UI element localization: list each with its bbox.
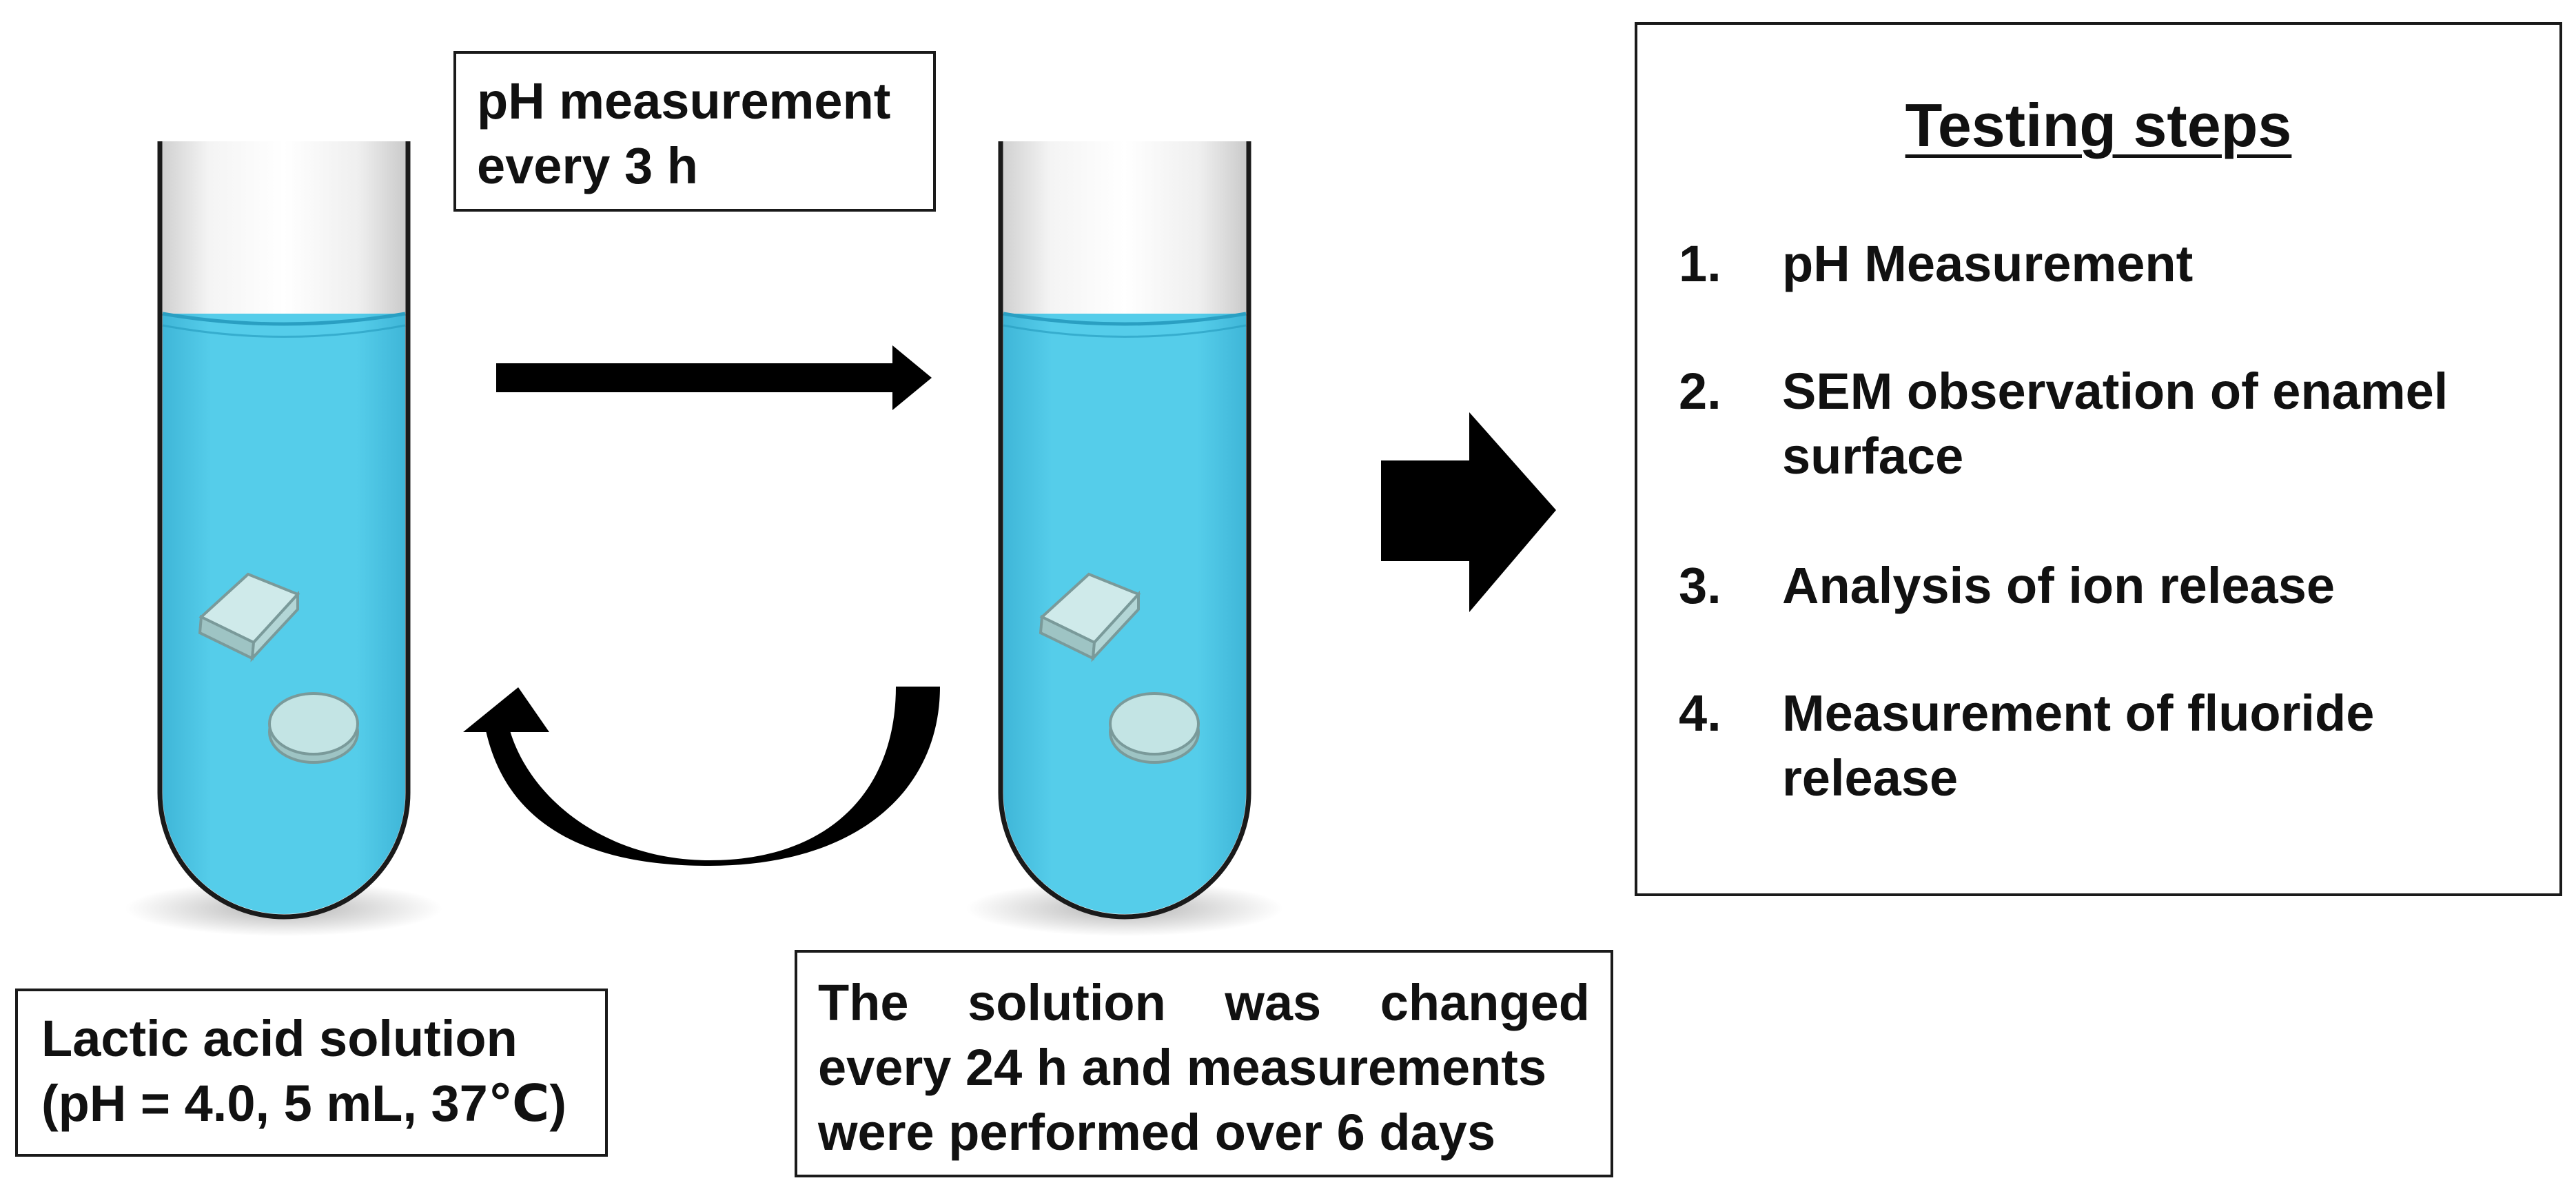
liquid-meniscus	[162, 312, 406, 326]
disc-specimen	[268, 692, 359, 764]
step-text: pH Measurement	[1782, 235, 2194, 292]
enamel-block-specimen	[198, 572, 300, 662]
step-text: SEM observation of enamel surface	[1782, 363, 2449, 485]
tube-outline	[998, 141, 1251, 920]
curved-return-arrow-icon	[463, 687, 940, 866]
solution-change-box: The solution was changed every 24 h and …	[795, 950, 1613, 1177]
step-number: 3.	[1679, 557, 1721, 614]
ph-box-line1: pH measurement	[477, 72, 891, 130]
liquid-meniscus-back	[162, 324, 406, 338]
step-item: 4. Measurement of fluoride release	[1679, 681, 2533, 811]
right-arrow-icon	[496, 345, 932, 410]
ph-measurement-box: pH measurement every 3 h	[453, 51, 936, 212]
testing-steps-title: Testing steps	[1905, 91, 2292, 159]
test-tube-left	[125, 141, 442, 936]
test-tube-right	[966, 141, 1283, 936]
liquid-meniscus	[1003, 312, 1247, 326]
step-item: 3. Analysis of ion release	[1679, 554, 2533, 618]
step-number: 1.	[1679, 235, 1721, 292]
lactic-box-line1: Lactic acid solution	[41, 1010, 518, 1067]
enamel-block-specimen	[1039, 572, 1141, 662]
lactic-acid-box: Lactic acid solution (pH = 4.0, 5 mL, 37…	[15, 989, 608, 1157]
lactic-box-line2: (pH = 4.0, 5 mL, 37℃)	[41, 1075, 567, 1132]
step-item: 1. pH Measurement	[1679, 232, 2533, 296]
solution-box-line1: The solution was changed	[818, 974, 1590, 1031]
big-right-arrow-icon	[1381, 412, 1556, 612]
tube-outline	[157, 141, 411, 920]
testing-steps-box: Testing steps 1. pH Measurement 2. SEM o…	[1635, 22, 2562, 896]
liquid-meniscus-back	[1003, 324, 1247, 338]
step-number: 2.	[1679, 363, 1721, 420]
step-number: 4.	[1679, 685, 1721, 742]
ph-box-line2: every 3 h	[477, 137, 698, 194]
step-item: 2. SEM observation of enamel surface	[1679, 359, 2533, 489]
step-text: Analysis of ion release	[1782, 557, 2335, 614]
step-text: Measurement of fluoride release	[1782, 685, 2375, 807]
solution-box-line2: every 24 h and measurements	[818, 1039, 1547, 1096]
solution-box-line3: were performed over 6 days	[818, 1104, 1495, 1161]
disc-specimen	[1109, 692, 1200, 764]
